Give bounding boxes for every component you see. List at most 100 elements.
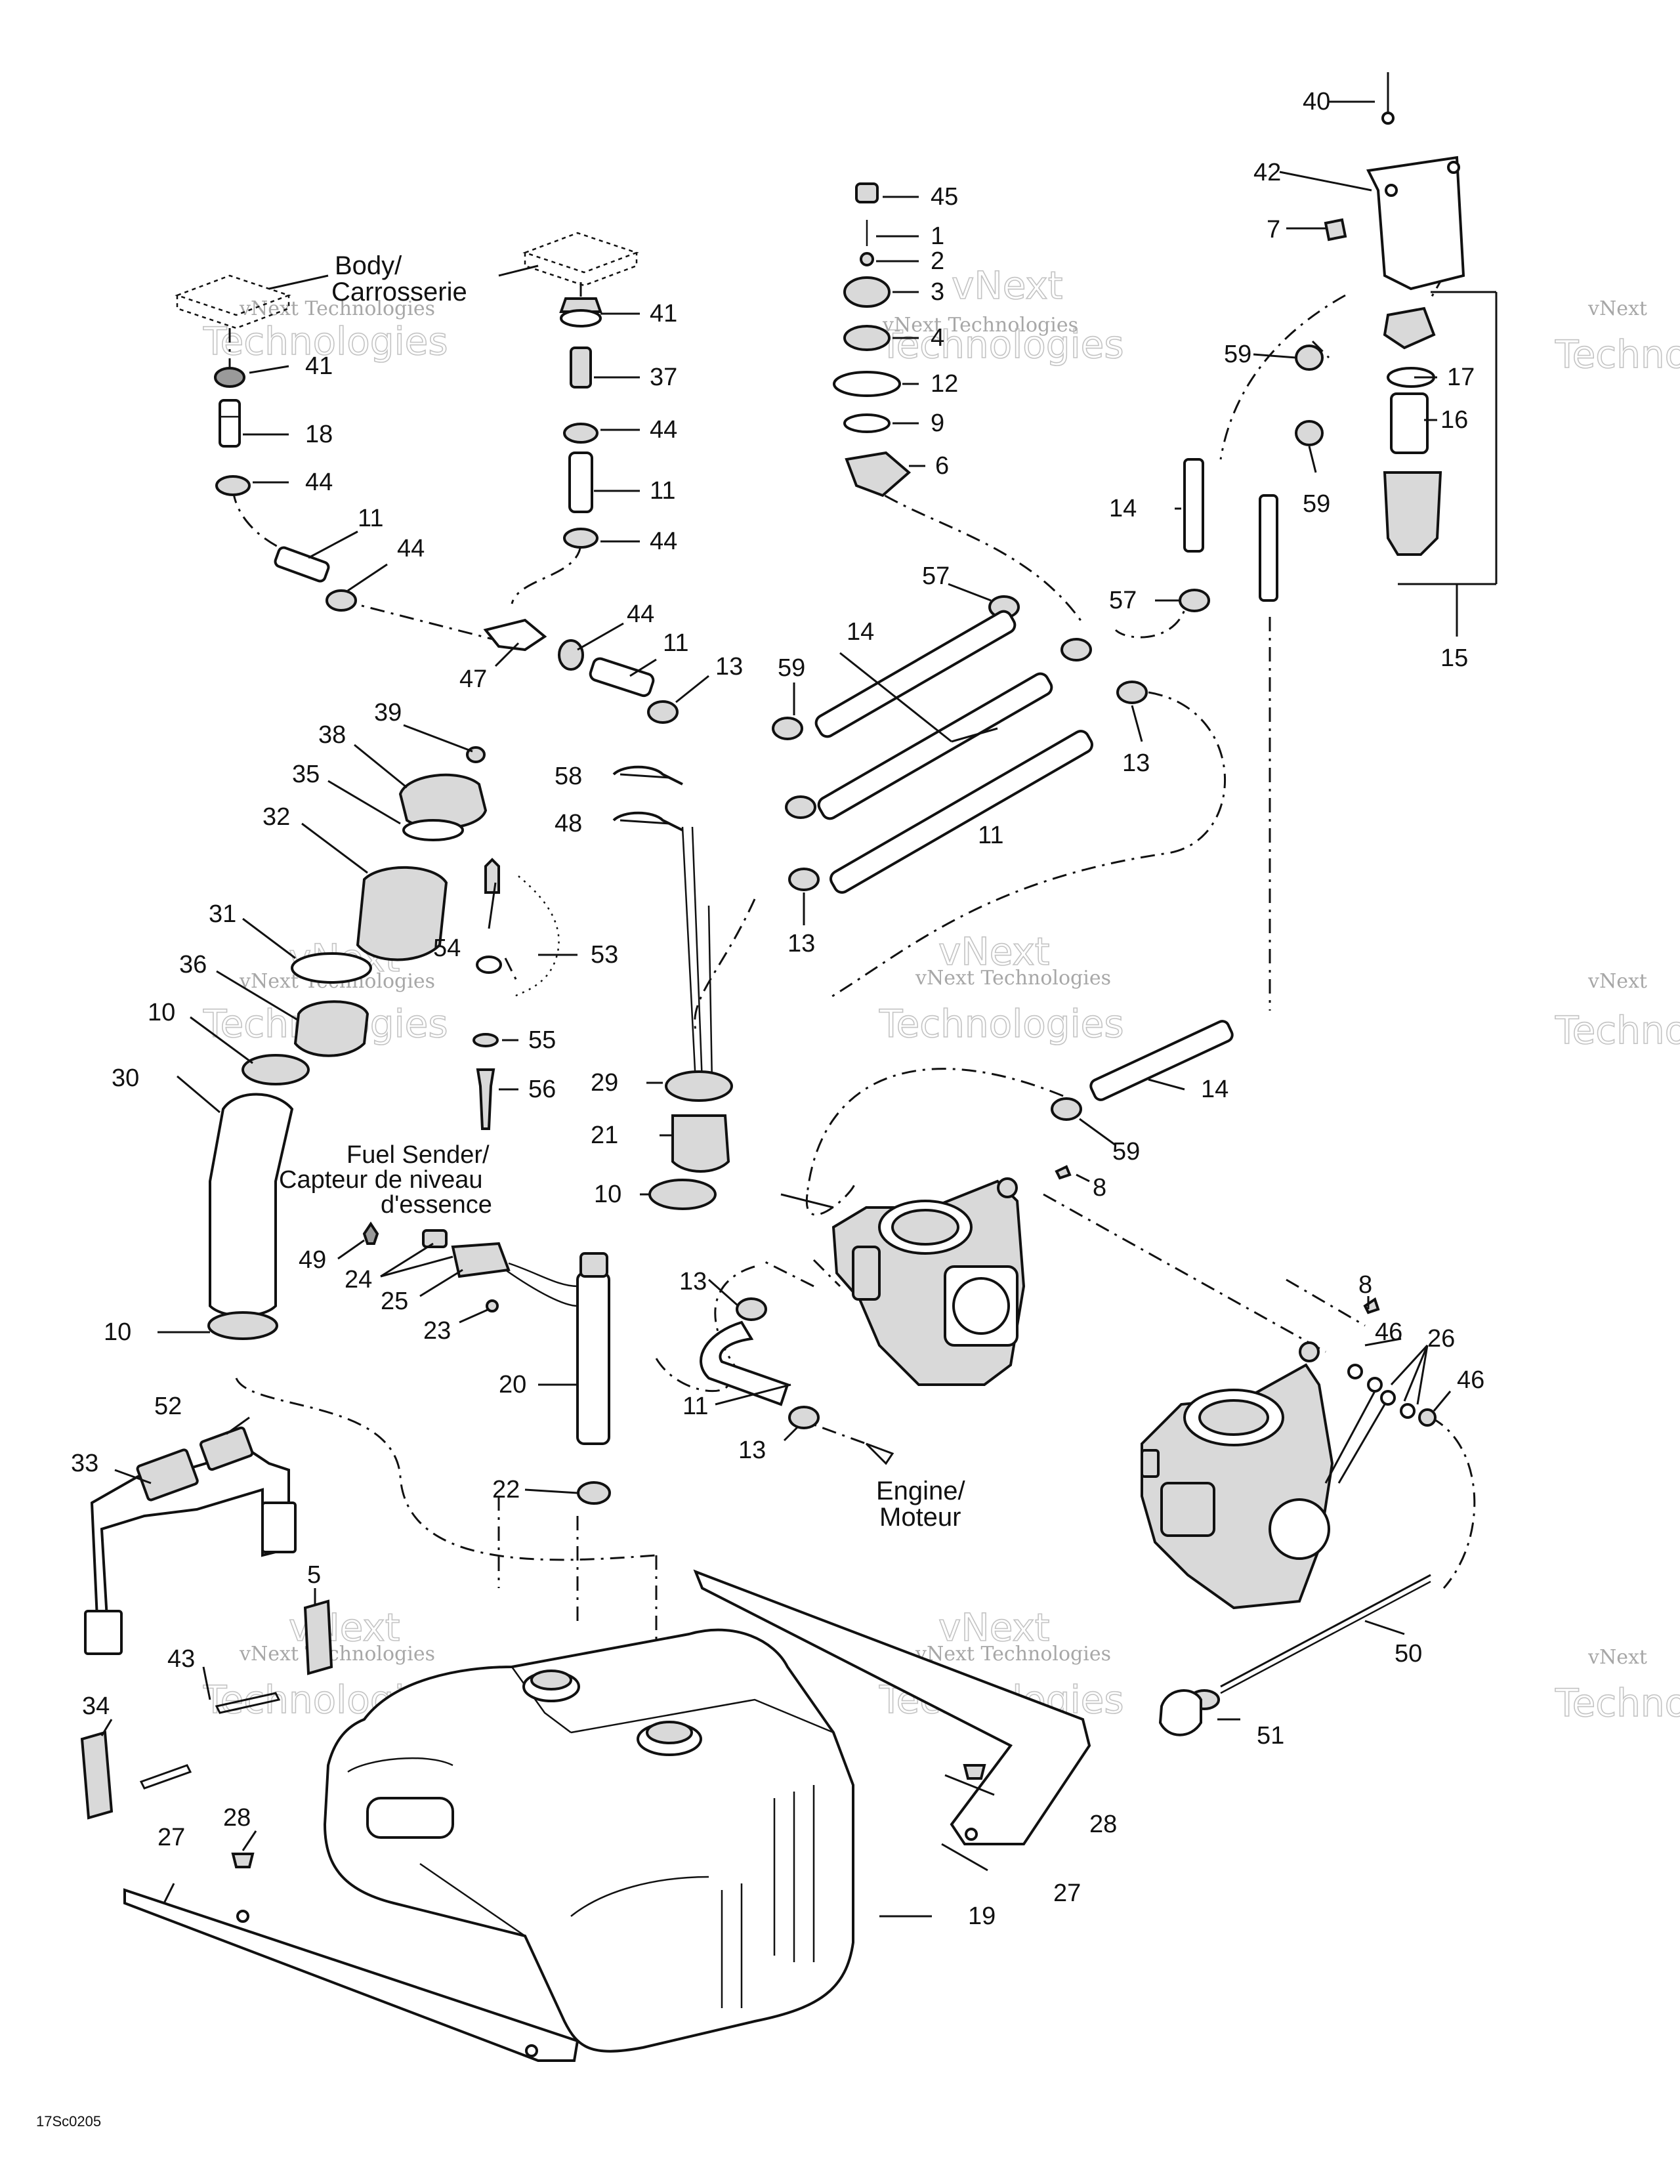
callout-14: 14 xyxy=(1109,495,1137,522)
callout-16: 16 xyxy=(1440,406,1468,434)
hose-14 xyxy=(1183,458,1204,553)
fuel-filter-assembly xyxy=(1324,72,1465,556)
watermark-text: vNext Technologies xyxy=(915,967,1111,990)
hose-14 xyxy=(1089,1020,1234,1101)
callout-52: 52 xyxy=(154,1393,182,1420)
callout-15: 15 xyxy=(1440,644,1468,672)
callout-2: 2 xyxy=(931,247,944,275)
note-fuel-sender: Fuel Sender/ xyxy=(346,1141,490,1169)
carburetor-rear xyxy=(1141,1341,1334,1610)
hose-11 xyxy=(830,730,1093,894)
watermark-text: Technologies xyxy=(1555,1008,1680,1053)
tether-53 xyxy=(511,875,560,999)
figure-code: 17Sc0205 xyxy=(36,2113,101,2130)
callout-19: 19 xyxy=(968,1902,996,1930)
washer-26 xyxy=(1367,1377,1383,1393)
callout-13: 13 xyxy=(1122,749,1150,777)
bracket-34 xyxy=(80,1731,114,1820)
callout-59: 59 xyxy=(778,654,805,682)
filler-hose-30 xyxy=(209,1093,294,1317)
callout-9: 9 xyxy=(931,410,944,437)
callout-7: 7 xyxy=(1267,216,1280,243)
carburetor-front xyxy=(831,1177,1026,1386)
fuel-valve-stack xyxy=(833,182,912,497)
callout-59: 59 xyxy=(1224,341,1251,368)
sender-tube-20 xyxy=(576,1272,610,1445)
callout-11: 11 xyxy=(978,822,1003,849)
clamp-44 xyxy=(563,528,598,549)
choke-knob-51 xyxy=(1158,1689,1202,1736)
clamp-59 xyxy=(1295,345,1324,371)
callout-10: 10 xyxy=(148,999,175,1026)
callout-59: 59 xyxy=(1112,1138,1140,1166)
washer-46 xyxy=(1347,1364,1363,1379)
grommet-41-left xyxy=(214,367,245,388)
nut-23 xyxy=(486,1299,499,1312)
callout-40: 40 xyxy=(1303,88,1330,116)
filler-neck-assembly xyxy=(207,746,560,1340)
fuel-valve-6 xyxy=(845,451,912,497)
callout-59: 59 xyxy=(1303,490,1330,518)
callout-34: 34 xyxy=(82,1692,110,1720)
callout-4: 4 xyxy=(931,324,944,352)
callout-37: 37 xyxy=(650,364,677,391)
choke-cable-50 xyxy=(1220,1574,1431,1688)
callout-26: 26 xyxy=(1427,1325,1455,1353)
connector-49 xyxy=(362,1221,379,1245)
tank-straps xyxy=(80,1426,333,1820)
callout-13: 13 xyxy=(679,1268,707,1295)
callout-46: 46 xyxy=(1375,1318,1402,1346)
heat-shield-27-left xyxy=(123,1888,579,2062)
valve-37 xyxy=(570,346,592,388)
callout-13: 13 xyxy=(738,1437,766,1464)
screw-28 xyxy=(231,1853,255,1868)
callout-8: 8 xyxy=(1358,1271,1372,1299)
hose-14 xyxy=(1259,494,1278,602)
callout-13: 13 xyxy=(715,653,743,681)
clamp-10 xyxy=(207,1311,278,1340)
callout-10: 10 xyxy=(594,1181,621,1208)
nut-4 xyxy=(843,325,891,351)
fuel-sender-assembly xyxy=(362,765,733,1505)
clamp-57 xyxy=(1179,589,1210,612)
callout-32: 32 xyxy=(262,803,290,831)
callout-11: 11 xyxy=(682,1393,708,1420)
watermark-text: vNext xyxy=(938,1605,1049,1650)
callout-38: 38 xyxy=(318,721,346,749)
clamp-13 xyxy=(647,700,679,724)
heat-shield-27-right xyxy=(693,1569,1091,1845)
callout-39: 39 xyxy=(374,699,402,726)
callout-51: 51 xyxy=(1257,1722,1284,1750)
grommet-22 xyxy=(577,1481,611,1505)
clamp-57 xyxy=(1060,638,1092,662)
clamp-13 xyxy=(788,868,820,891)
screw-54 xyxy=(484,858,500,894)
callout-49: 49 xyxy=(299,1246,326,1274)
callout-29: 29 xyxy=(591,1069,618,1097)
callout-43: 43 xyxy=(167,1645,195,1673)
screw-8 xyxy=(1055,1165,1072,1180)
rivet-56 xyxy=(476,1068,495,1130)
callout-46: 46 xyxy=(1457,1366,1484,1394)
callout-1: 1 xyxy=(931,222,944,250)
clamp-13 xyxy=(788,1406,820,1429)
callout-44: 44 xyxy=(397,535,425,562)
callout-28: 28 xyxy=(223,1804,251,1832)
callout-6: 6 xyxy=(935,452,949,480)
clamp-13 xyxy=(736,1297,767,1321)
note-engine: Engine/ xyxy=(876,1477,966,1505)
clamp-59 xyxy=(1295,420,1324,446)
callout-56: 56 xyxy=(528,1076,556,1103)
note-fuel-sender-fr2: d'essence xyxy=(381,1191,492,1219)
callout-57: 57 xyxy=(1109,587,1137,614)
callout-11: 11 xyxy=(650,477,675,505)
callout-45: 45 xyxy=(931,183,958,211)
callout-3: 3 xyxy=(931,278,944,306)
clamp-44 xyxy=(558,639,584,671)
vent-line-center xyxy=(559,297,602,549)
callout-20: 20 xyxy=(499,1371,526,1398)
hose-14 xyxy=(817,672,1053,820)
callout-labels: 40 42 7 45 1 2 3 4 12 9 6 41 37 44 11 44… xyxy=(71,88,1484,1930)
clamp-10 xyxy=(242,1054,310,1085)
